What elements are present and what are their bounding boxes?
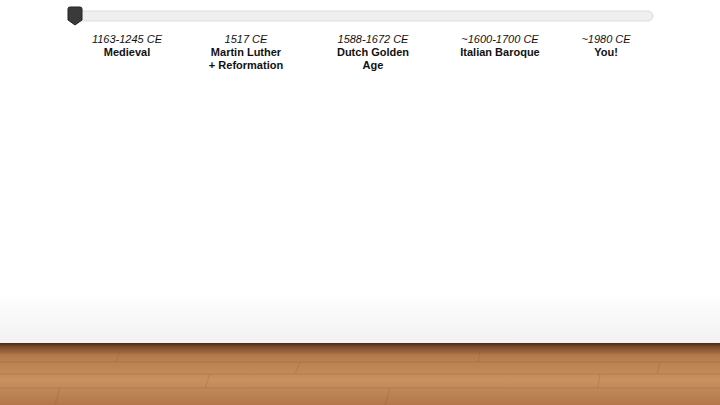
wall xyxy=(0,0,720,343)
slider-handle xyxy=(68,7,82,25)
era-date: 1163-1245 CE xyxy=(72,33,182,46)
era-date: 1517 CE xyxy=(191,33,301,46)
era-name: You! xyxy=(561,46,651,59)
era-date: ~1600-1700 CE xyxy=(442,33,558,46)
floor-planks xyxy=(0,352,720,405)
era-name: Dutch Golden Age xyxy=(330,46,416,72)
era-name: Medieval xyxy=(72,46,182,59)
era-name: Italian Baroque xyxy=(442,46,558,59)
era-name: Martin Luther + Reformation xyxy=(207,46,285,72)
era-date: ~1980 CE xyxy=(561,33,651,46)
slider-track xyxy=(69,11,653,21)
wood-floor xyxy=(0,343,720,405)
era-date: 1588-1672 CE xyxy=(318,33,428,46)
